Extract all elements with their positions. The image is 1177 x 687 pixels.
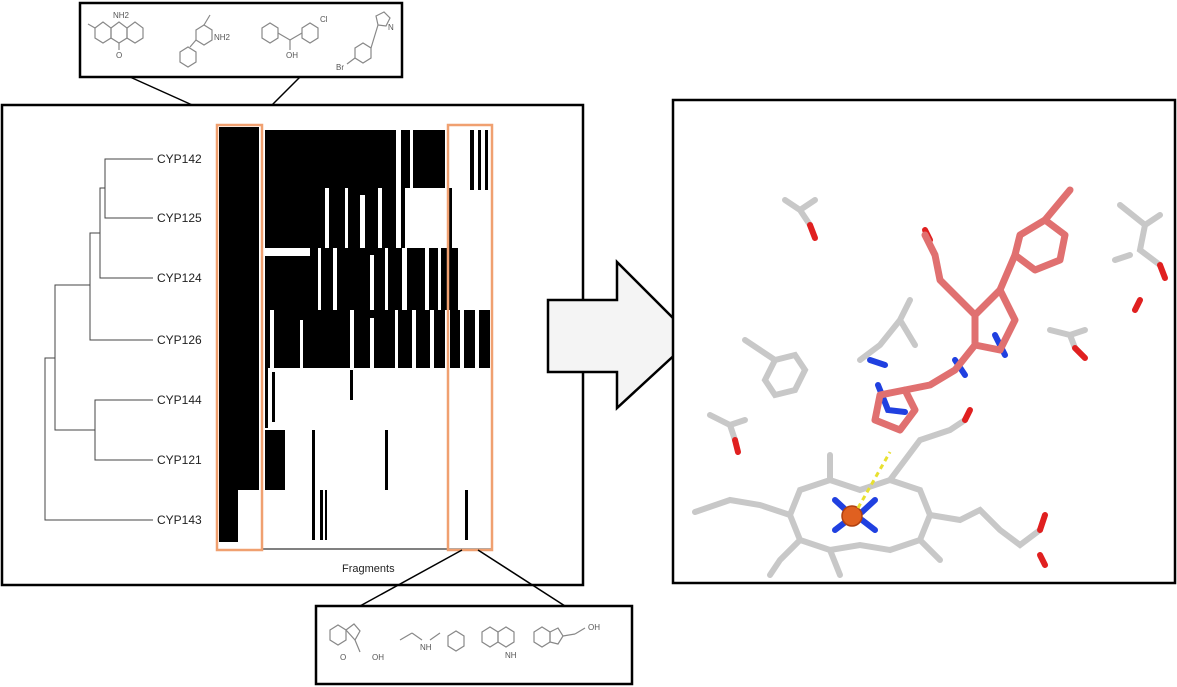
bottom-label-3: OH — [588, 623, 600, 632]
bottom-label-0: OH — [372, 653, 384, 662]
top-label-4: N — [388, 23, 394, 32]
row-label-cyp121: CYP121 — [157, 453, 202, 467]
top-label-0: NH2 — [113, 11, 130, 20]
bottom-label-4: O — [340, 653, 346, 662]
top-label-5: Br — [336, 63, 344, 72]
highlight-box-right — [446, 123, 494, 552]
top-label-1: NH2 — [214, 33, 231, 42]
top-label-2: OH — [286, 51, 298, 60]
bottom-label-1: NH — [420, 643, 432, 652]
highlight-box-left — [215, 123, 264, 552]
x-axis-label: Fragments — [342, 563, 395, 575]
row-label-cyp143: CYP143 — [157, 513, 202, 527]
heatmap-matrix — [219, 127, 492, 550]
top-label-3: Cl — [320, 15, 328, 24]
bottom-structures-box: OH NH NH OH O — [314, 549, 634, 686]
row-label-cyp142: CYP142 — [157, 152, 202, 166]
right-arrow-icon — [546, 258, 695, 411]
top-structures-box: NH2 NH2 OH Cl N Br O — [78, 1, 404, 123]
dendrogram — [44, 158, 153, 521]
iron-atom — [841, 505, 863, 527]
top-label-6: O — [116, 51, 122, 60]
bottom-label-2: NH — [505, 651, 517, 660]
row-label-cyp125: CYP125 — [157, 211, 202, 225]
row-label-cyp126: CYP126 — [157, 333, 202, 347]
heatmap-panel: CYP142CYP125CYP124CYP126CYP144CYP121CYP1… — [0, 103, 585, 587]
row-label-cyp124: CYP124 — [157, 271, 202, 285]
row-label-cyp144: CYP144 — [157, 393, 202, 407]
coordination-bond — [856, 451, 892, 509]
protein-structure-panel — [671, 98, 1177, 585]
